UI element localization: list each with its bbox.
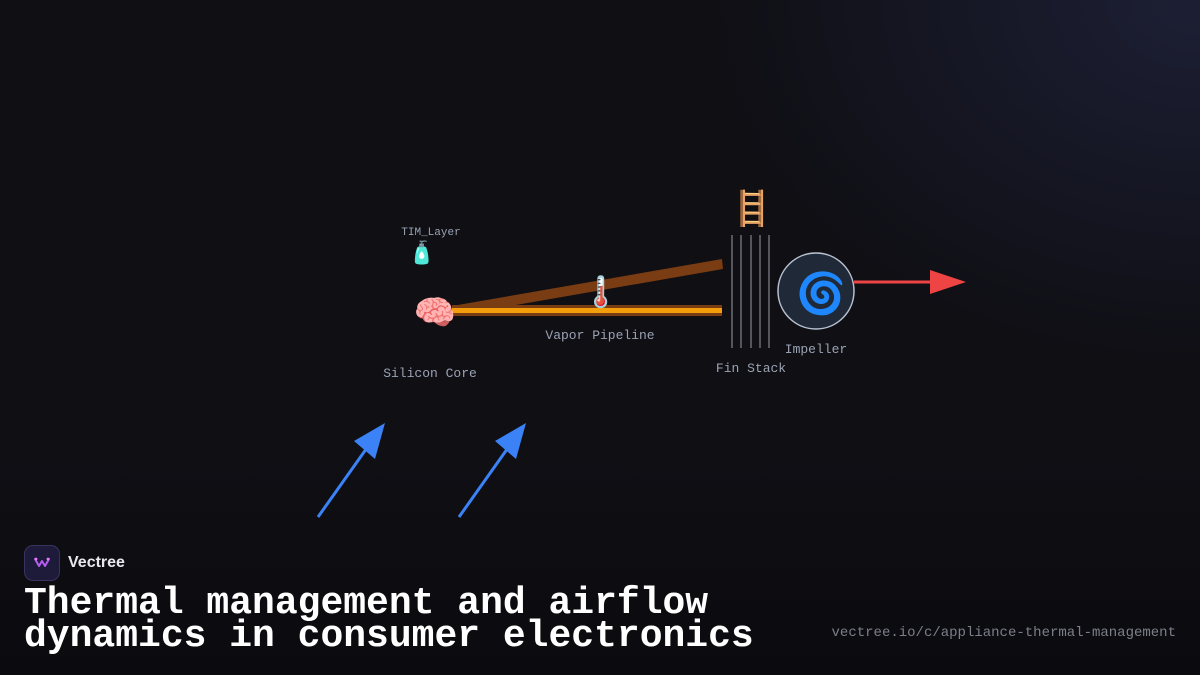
vectree-logo-icon [24,545,60,581]
vapor-pipeline-label: Vapor Pipeline [545,328,654,343]
silicon-core-label: Silicon Core [383,366,477,381]
page-title: Thermal management and airflow dynamics … [24,582,754,658]
brain-icon: 🧠 [414,293,456,333]
fin-stack-label: Fin Stack [716,361,786,376]
intake-arrow-right-shaft [457,444,512,518]
heat-pipe-diagonal [452,259,723,316]
exhaust-arrow-head [930,270,966,294]
heat-pipe-horizontal [452,308,722,313]
intake-arrow-left-shaft [316,444,371,518]
footer: Vectree Thermal management and airflow d… [24,545,784,658]
ladder-icon: 🪜 [731,189,773,229]
lotion-bottle-icon: 🧴 [408,240,435,266]
fin-stack [731,235,770,348]
thermometer-icon: 🌡️ [582,274,619,310]
brand: Vectree [24,545,784,581]
brand-name: Vectree [68,554,125,571]
impeller-circle [777,252,855,330]
cyclone-icon: 🌀 [796,269,846,317]
impeller-label: Impeller [785,342,847,357]
intake-arrow-left-head [354,423,385,459]
intake-arrow-right-head [495,423,526,459]
source-url: vectree.io/c/appliance-thermal-managemen… [831,625,1176,641]
background-bottom-fade [0,455,1200,675]
tim-layer-label: TIM_Layer [401,227,460,239]
